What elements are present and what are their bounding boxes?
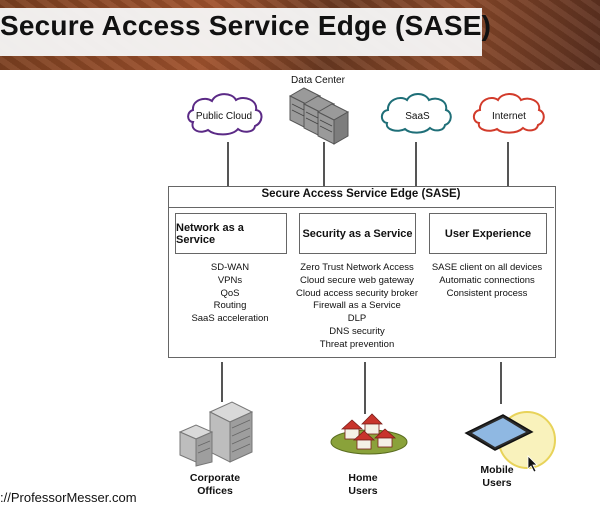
connector-internet xyxy=(507,142,509,186)
network-as-a-service-header: Network as a Service xyxy=(175,213,287,254)
connector-public-cloud xyxy=(227,142,229,186)
data-center-label: Data Center xyxy=(291,75,345,86)
connector-corporate xyxy=(221,362,223,402)
home-users-label: Home Users xyxy=(348,472,378,497)
list-item: Routing xyxy=(213,300,247,312)
list-item: SaaS acceleration xyxy=(191,313,269,325)
user-experience-list: SASE client on all devices Automatic con… xyxy=(424,262,550,300)
list-item: QoS xyxy=(220,287,240,299)
connector-mobile xyxy=(500,362,502,404)
list-item: Firewall as a Service xyxy=(313,300,401,312)
list-item: Cloud access security broker xyxy=(296,287,418,299)
corporate-offices-label: Corporate Offices xyxy=(189,472,241,497)
footer-url: ://ProfessorMesser.com xyxy=(0,490,137,505)
list-item: Zero Trust Network Access xyxy=(300,262,414,273)
list-item: SD-WAN xyxy=(210,262,250,273)
connector-saas xyxy=(415,142,417,186)
list-item: Cloud secure web gateway xyxy=(299,274,415,286)
title-strip xyxy=(0,8,482,56)
sase-container xyxy=(168,186,556,358)
sase-divider xyxy=(168,207,554,208)
public-cloud-label: Public Cloud xyxy=(195,111,253,122)
list-item: DNS security xyxy=(329,325,385,337)
list-item: Automatic connections xyxy=(439,274,535,286)
user-experience-header: User Experience xyxy=(429,213,547,254)
connector-home xyxy=(364,362,366,414)
internet-label: Internet xyxy=(492,111,526,122)
security-as-a-service-header: Security as a Service xyxy=(299,213,416,254)
list-item: SASE client on all devices xyxy=(431,262,543,273)
security-service-list: Zero Trust Network Access Cloud secure w… xyxy=(286,262,428,352)
saas-label: SaaS xyxy=(405,111,430,122)
sase-title: Secure Access Service Edge (SASE) xyxy=(261,188,461,200)
list-item: Threat prevention xyxy=(319,338,395,350)
list-item: DLP xyxy=(347,313,367,325)
page-title: Secure Access Service Edge (SASE) xyxy=(0,10,492,41)
connector-data-center xyxy=(323,142,325,186)
mobile-users-label: Mobile Users xyxy=(480,464,514,489)
network-service-list: SD-WAN VPNs QoS Routing SaaS acceleratio… xyxy=(175,262,285,326)
list-item: VPNs xyxy=(217,274,243,286)
list-item: Consistent process xyxy=(446,287,528,299)
